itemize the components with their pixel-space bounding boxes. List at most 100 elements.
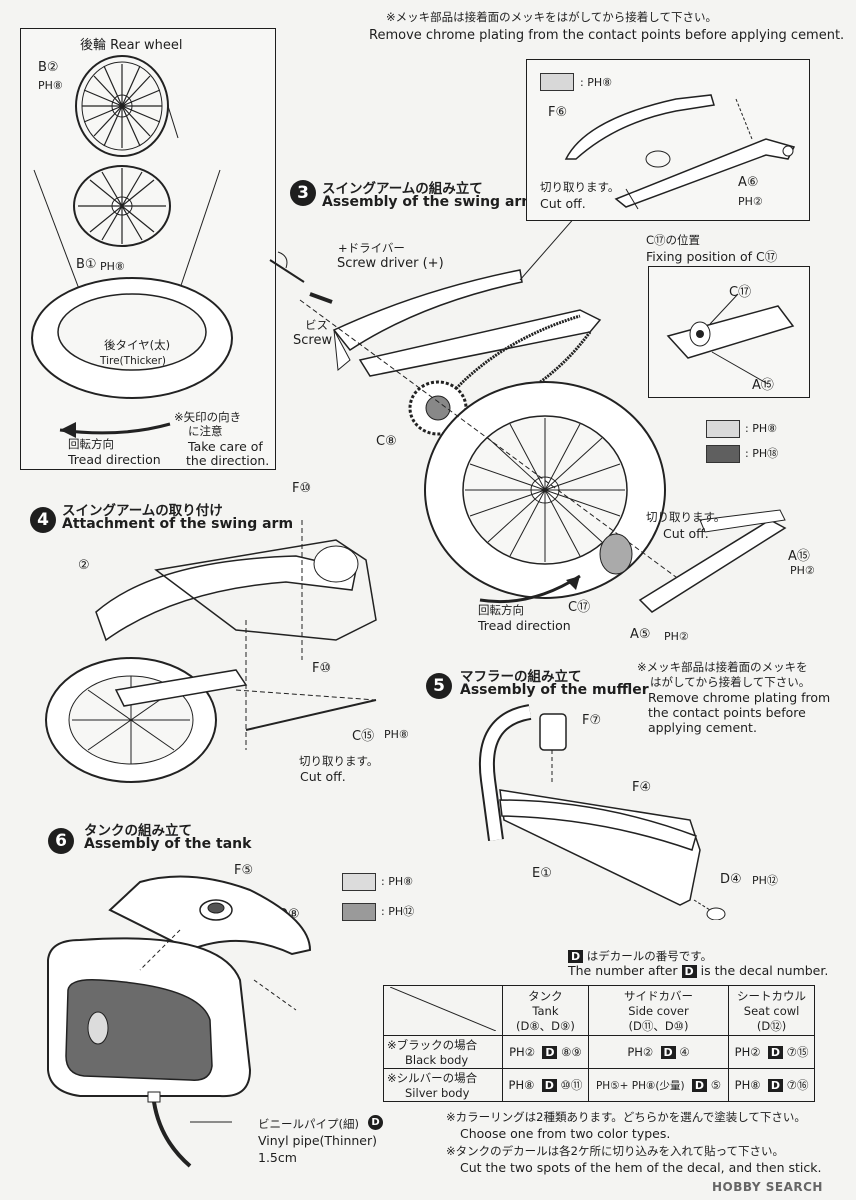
c17-inset-a15-label: A⑮ [752,378,774,393]
screw-label-en: Screw [293,333,333,348]
arrow-note-en2: the direction. [186,453,270,468]
part-a15-label: A⑮ [788,549,810,564]
decal-cell: PH⑧ D ⑩⑪ [502,1068,589,1102]
arrow-note-jp: ※矢印の向き [174,410,242,424]
part-d4-paint: PH⑫ [752,874,778,887]
decal-cell: PH② D ⑧⑨ [502,1035,589,1069]
step6-swatch-mid-paint: : PH⑫ [381,905,415,918]
step5-note-jp2: はがしてから接着して下さい。 [650,675,811,689]
part-f6-label: F⑥ [548,105,568,120]
step5-note-jp1: ※メッキ部品は接着面のメッキを [637,660,808,674]
step6-swatch-light [342,873,376,891]
step6-swatch-mid [342,903,376,921]
step6-swatch-light-paint: : PH⑧ [381,875,413,888]
footer-note1-jp: ※カラーリングは2種類あります。どちらかを選んで塗装して下さい。 [446,1110,806,1124]
step3-title-en: Assembly of the swing arm [322,194,536,210]
part-e1-label: E① [532,866,552,881]
decal-note-en-b: is the decal number. [700,963,829,978]
tire-label-jp: 後タイヤ(太) [104,338,171,352]
step4-cut-en: Cut off. [300,769,346,784]
step3-cut-jp: 切り取ります。 [646,510,726,524]
step6-title-en: Assembly of the tank [84,836,252,852]
c17-inset-c17-label: C⑰ [729,285,752,300]
part-a15-paint: PH② [790,564,815,577]
step6-title-jp: タンクの組み立て [84,823,192,839]
footer-note2-jp: ※タンクのデカールは各2ケ所に切り込みを入れて貼って下さい。 [446,1144,785,1158]
inset-cut-jp: 切り取ります。 [540,180,620,194]
watermark-logo: HOBBY SEARCH [712,1180,823,1194]
step4-number: 4 [30,507,56,533]
part-d4-label: D④ [720,872,742,887]
step5-number: 5 [426,673,452,699]
decal-note-en-line: The number after D is the decal number. [568,963,828,978]
part-c8-label: C⑧ [376,434,397,449]
step4-title-jp: スイングアームの取り付け [62,503,223,519]
step3-number: 3 [290,180,316,206]
arrow-note-jp2: に注意 [188,424,223,438]
c17-position-en: Fixing position of C⑰ [646,249,778,264]
decal-box-icon-2: D [681,965,697,978]
chrome-note-jp: ※メッキ部品は接着面のメッキをはがしてから接着して下さい。 [386,10,717,24]
part-a5-paint: PH② [664,630,689,643]
screwdriver-label-jp: +ドライバー [338,241,405,255]
tire-label-en: Tire(Thicker) [100,355,166,367]
part-c15-label: C⑮ [352,729,375,744]
part-a6-label: A⑥ [738,175,759,190]
c17-inset-drawing [666,293,795,385]
part-f7-label: F⑦ [582,713,602,728]
decal-cell: PH② D ⑦⑮ [728,1035,815,1069]
diagonal-line-icon [389,986,497,1032]
step5-note-en2: the contact points before [648,705,806,720]
decal-note-jp: はデカールの番号です。 [586,949,713,963]
footer-note2-en: Cut the two spots of the hem of the deca… [460,1160,822,1175]
step3-swatch-dark-paint: : PH⑱ [745,447,779,460]
screwdriver-label-en: Screw driver (+) [337,256,444,271]
inset-cut-en: Cut off. [540,196,586,211]
decal-note-en-a: The number after [568,963,678,978]
part-a5-label: A⑤ [630,627,651,642]
part-b1-paint: PH⑧ [100,260,125,273]
chrome-note-en: Remove chrome plating from the contact p… [369,28,845,43]
part-f4-label: F④ [632,780,652,795]
part-b2-label: B② [38,60,59,75]
inset-swatch-light [540,73,574,91]
part-f10-mid-label: F⑩ [312,661,332,676]
decal-cell: PH② D ④ [587,1035,730,1069]
step4-drawing [45,520,377,783]
step3-swatch-light [706,420,740,438]
part-c15-paint: PH⑧ [384,728,409,741]
part-2-label: ② [78,558,90,573]
part-a6-paint: PH② [738,195,763,208]
step5-note-en1: Remove chrome plating from [648,690,831,705]
screw-label-jp: ビス [305,318,328,332]
tread-direction-en: Tread direction [68,452,161,467]
decal-cell: PH⑧ D ⑦⑯ [728,1068,815,1102]
part-f10-top-label: F⑩ [292,481,312,496]
part-f5-label: F⑤ [234,863,254,878]
vinyl-pipe-runner-icon: D [368,1115,383,1130]
inset-swatch-paint: : PH⑧ [580,76,612,89]
step3-swatch-dark [706,445,740,463]
step3-tread-en: Tread direction [478,618,571,633]
rear-wheel-drawing [31,55,233,438]
vinyl-pipe-en: Vinyl pipe(Thinner) [258,1133,378,1148]
step6-drawing [47,875,312,1168]
step5-title-jp: マフラーの組み立て [460,669,582,685]
step5-drawing [479,704,726,920]
tread-direction-jp: 回転方向 [68,437,114,451]
part-b2-paint: PH⑧ [38,79,63,92]
decal-table-corner [383,985,503,1036]
part-c17-label: C⑰ [568,600,591,615]
step3-title-jp: スイングアームの組み立て [322,181,483,197]
decal-cell: PH⑤+ PH⑧(少量) D ⑤ [587,1068,730,1102]
c17-position-jp: C⑰の位置 [646,233,701,247]
swingarm-inset-drawing [564,94,796,210]
rear-wheel-title: 後輪 Rear wheel [80,38,183,53]
step4-title-en: Attachment of the swing arm [62,516,294,532]
step6-number: 6 [48,828,74,854]
